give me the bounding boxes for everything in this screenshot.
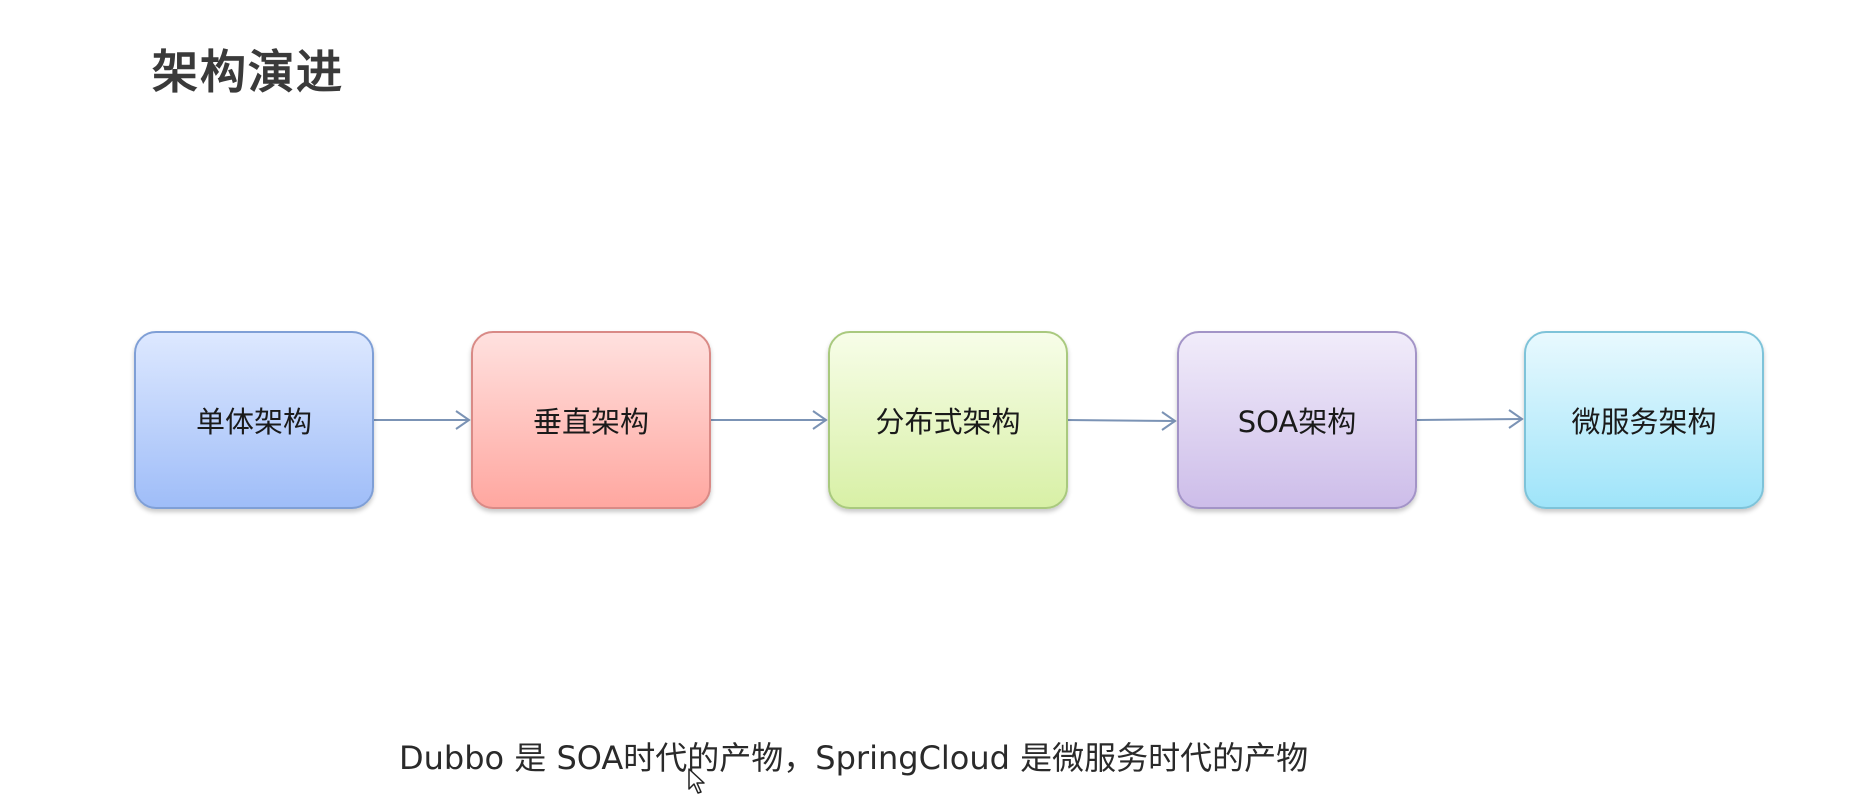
node-soa-architecture: SOA架构 — [1177, 331, 1417, 509]
node-monolithic-architecture: 单体架构 — [134, 331, 374, 509]
arrow-2-to-3 — [710, 410, 828, 430]
arrow-3-to-4 — [1065, 411, 1177, 431]
caption-text: Dubbo 是 SOA时代的产物，SpringCloud 是微服务时代的产物 — [399, 739, 1309, 777]
node-distributed-architecture: 分布式架构 — [828, 331, 1068, 509]
node-label: SOA架构 — [1237, 405, 1357, 439]
arrow-1-to-2 — [373, 410, 471, 430]
node-label: 微服务架构 — [1571, 405, 1717, 439]
arrow-4-to-5 — [1416, 409, 1524, 429]
page-title: 架构演进 — [152, 45, 344, 99]
node-label: 垂直架构 — [532, 405, 649, 439]
mouse-pointer-icon — [688, 768, 708, 800]
node-label: 单体架构 — [195, 405, 312, 439]
node-label: 分布式架构 — [875, 405, 1021, 439]
node-microservice-architecture: 微服务架构 — [1524, 331, 1764, 509]
node-vertical-architecture: 垂直架构 — [471, 331, 711, 509]
